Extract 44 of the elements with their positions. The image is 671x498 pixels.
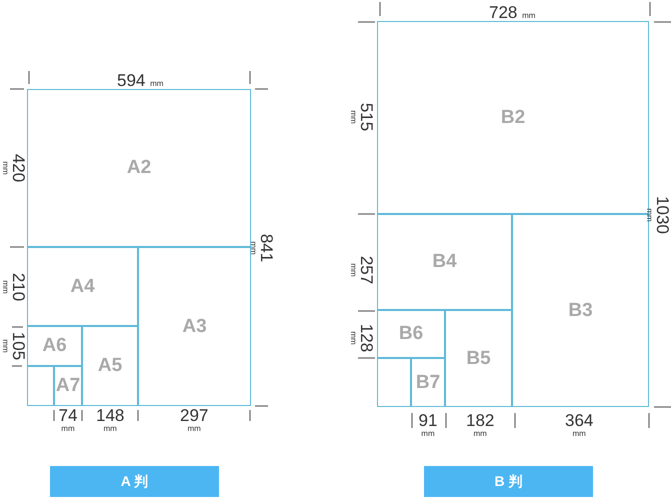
size-label: A6 — [42, 335, 67, 357]
dimension-label: 420 mm — [1, 154, 28, 182]
paper-sheet-box — [377, 214, 512, 310]
paper-sheet-box — [54, 366, 82, 406]
paper-sheet-box — [377, 358, 411, 407]
dimension-label: 74 mm — [58, 407, 78, 433]
size-label: B2 — [500, 106, 526, 128]
paper-sheet-box — [27, 89, 251, 247]
dimension-label: 1030 mm — [644, 196, 671, 234]
paper-sheet-box — [445, 310, 512, 407]
size-label: B7 — [416, 372, 440, 394]
dimension-label: 91 mm — [418, 412, 438, 438]
size-label: B4 — [432, 251, 457, 273]
dimension-label: 257 mm — [349, 256, 376, 284]
dimension-label: 210 mm — [1, 272, 28, 302]
dimension-label: 148 mm — [96, 407, 124, 433]
paper-sheet-box — [512, 214, 649, 407]
paper-sheet-box — [27, 247, 138, 326]
size-label: B3 — [568, 300, 593, 322]
paper-sheet-box — [138, 247, 251, 406]
size-label: A7 — [56, 375, 80, 397]
paper-sheet-box — [27, 326, 82, 366]
category-button: B 判 — [424, 466, 593, 497]
paper-sheet-box — [377, 310, 445, 358]
paper-sheet-box — [27, 366, 54, 406]
dimension-label: 594 mm — [117, 72, 164, 88]
paper-sheet-box — [377, 21, 649, 214]
size-label: A3 — [182, 316, 207, 338]
paper-sheet-box — [411, 358, 445, 407]
size-label: A5 — [98, 355, 122, 377]
dimension-label: 128 mm — [349, 324, 376, 352]
category-button: A 判 — [50, 466, 219, 497]
dimension-label: 105 mm — [1, 332, 28, 360]
dimension-label: 841 mm — [249, 234, 276, 262]
paper-sheet-box — [82, 326, 138, 406]
dimension-label: 182 mm — [466, 412, 494, 438]
dimension-label: 728 mm — [489, 4, 536, 20]
size-label: B5 — [466, 348, 491, 370]
dimension-label: 515 mm — [349, 102, 376, 132]
size-label: A2 — [126, 157, 152, 179]
size-label: A4 — [70, 276, 95, 298]
dimension-label: 364 mm — [565, 412, 594, 438]
dimension-label: 297 mm — [180, 407, 208, 433]
size-label: B6 — [398, 323, 424, 345]
